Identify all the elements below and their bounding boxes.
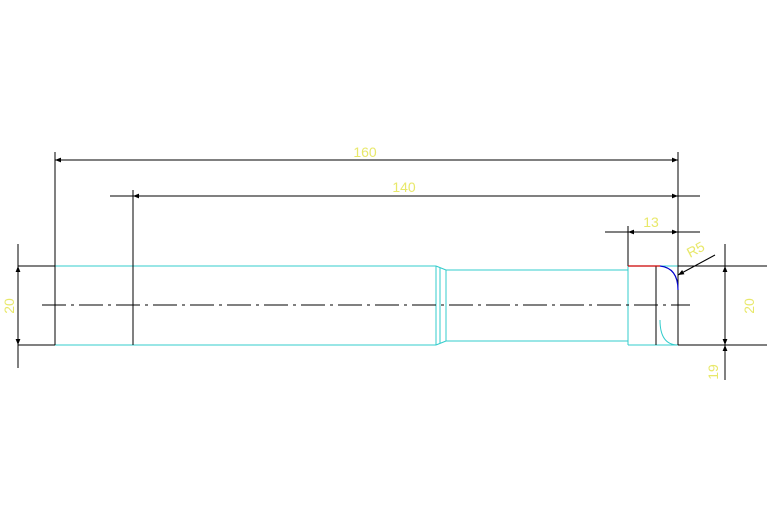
drawing-sheet: [0, 143, 767, 380]
dim-radius: R5: [684, 238, 708, 261]
fillet-blue: [659, 265, 679, 291]
dim-overall-length: 160: [353, 144, 377, 160]
dimension-lines: [15, 157, 728, 380]
dim-inner-length: 140: [392, 179, 416, 195]
extension-lines: [18, 152, 767, 346]
dim-right-diameter: 20: [741, 298, 757, 314]
dim-small-offset: 19: [705, 364, 721, 380]
dim-left-diameter: 20: [1, 298, 17, 314]
dim-end-length: 13: [643, 214, 659, 230]
